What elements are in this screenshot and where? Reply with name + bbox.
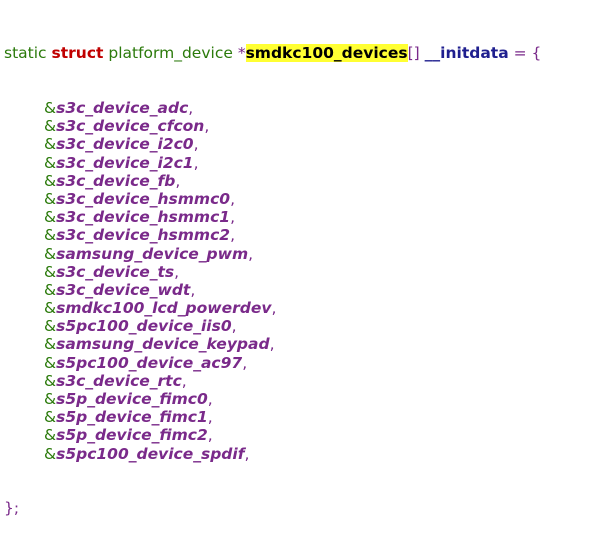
code-listing: static struct platform_device *smdkc100_… <box>4 8 541 536</box>
device-identifier[interactable]: samsung_device_keypad <box>56 335 270 354</box>
device-identifier[interactable]: s3c_device_cfcon <box>56 117 205 136</box>
comma: , <box>193 135 199 154</box>
initdata-attr: __initdata <box>424 44 509 63</box>
type-name: platform_device <box>108 44 233 63</box>
device-entry: &s3c_device_rtc, <box>4 372 541 390</box>
device-identifier[interactable]: smdkc100_lcd_powerdev <box>56 299 272 318</box>
address-operator: & <box>44 99 57 117</box>
closing-line: }; <box>4 499 541 517</box>
device-entry: &s3c_device_fb, <box>4 172 541 190</box>
comma: , <box>244 444 250 463</box>
array-brackets: [] <box>407 44 420 63</box>
device-entry: &samsung_device_pwm, <box>4 245 541 263</box>
device-entry: &s3c_device_hsmmc0, <box>4 190 541 208</box>
struct-keyword: struct <box>51 44 104 63</box>
address-operator: & <box>44 117 57 136</box>
device-identifier[interactable]: s3c_device_hsmmc0 <box>56 189 231 208</box>
address-operator: & <box>44 371 57 390</box>
comma: , <box>242 353 248 372</box>
device-identifier[interactable]: s3c_device_i2c1 <box>56 153 194 172</box>
device-entry: &s3c_device_i2c1, <box>4 154 541 172</box>
device-identifier[interactable]: s5p_device_fimc0 <box>56 390 208 408</box>
address-operator: & <box>44 280 57 299</box>
device-entry: &s3c_device_hsmmc1, <box>4 208 541 226</box>
open-brace: { <box>531 44 542 63</box>
comma: , <box>207 390 213 408</box>
static-keyword: static <box>4 44 47 63</box>
device-entry: &s5pc100_device_ac97, <box>4 354 541 372</box>
device-identifier[interactable]: s3c_device_wdt <box>56 280 191 299</box>
device-entry: &s3c_device_i2c0, <box>4 135 541 153</box>
address-operator: & <box>44 208 57 227</box>
comma: , <box>248 244 254 263</box>
address-operator: & <box>44 189 57 208</box>
address-operator: & <box>44 353 57 372</box>
device-entry: &s3c_device_hsmmc2, <box>4 226 541 244</box>
comma: , <box>271 299 277 318</box>
device-identifier[interactable]: s3c_device_rtc <box>56 371 182 390</box>
comma: , <box>190 280 196 299</box>
device-entry: &s5p_device_fimc1, <box>4 408 541 426</box>
address-operator: & <box>44 444 57 463</box>
device-entry: &s5pc100_device_spdif, <box>4 445 541 463</box>
address-operator: & <box>44 135 57 154</box>
comma: , <box>193 153 199 172</box>
device-entry: &s5pc100_device_iis0, <box>4 317 541 335</box>
comma: , <box>230 208 235 227</box>
assign-operator: = <box>513 44 527 63</box>
address-operator: & <box>44 408 57 427</box>
address-operator: & <box>44 426 57 445</box>
comma: , <box>174 262 180 281</box>
declaration-line: static struct platform_device *smdkc100_… <box>4 44 542 63</box>
device-entry: &s5p_device_fimc2, <box>4 426 541 444</box>
comma: , <box>181 371 187 390</box>
comma: , <box>207 408 213 427</box>
device-entry: &s3c_device_cfcon, <box>4 117 541 135</box>
comma: , <box>230 189 235 208</box>
device-identifier[interactable]: s5pc100_device_iis0 <box>56 317 232 336</box>
device-identifier[interactable]: s3c_device_hsmmc1 <box>56 208 231 227</box>
comma: , <box>207 426 213 445</box>
comma: , <box>175 171 181 190</box>
device-entry: &samsung_device_keypad, <box>4 335 541 353</box>
address-operator: & <box>44 226 57 245</box>
device-identifier[interactable]: s5p_device_fimc2 <box>56 426 208 445</box>
device-identifier[interactable]: samsung_device_pwm <box>56 244 249 263</box>
device-entry: &s3c_device_adc, <box>4 99 541 117</box>
address-operator: & <box>44 335 57 354</box>
device-identifier[interactable]: s3c_device_ts <box>56 262 175 281</box>
closing-brace: }; <box>4 499 20 518</box>
address-operator: & <box>44 317 57 336</box>
array-name-highlighted[interactable]: smdkc100_devices <box>245 44 408 63</box>
device-identifier[interactable]: s3c_device_hsmmc2 <box>56 226 231 245</box>
address-operator: & <box>44 262 57 281</box>
pointer-star: * <box>237 44 246 63</box>
address-operator: & <box>44 299 57 318</box>
device-identifier[interactable]: s5pc100_device_ac97 <box>56 353 243 372</box>
address-operator: & <box>44 171 57 190</box>
comma: , <box>204 117 210 136</box>
device-identifier[interactable]: s5pc100_device_spdif <box>56 444 245 463</box>
comma: , <box>188 99 194 117</box>
device-entry: &smdkc100_lcd_powerdev, <box>4 299 541 317</box>
device-identifier[interactable]: s3c_device_fb <box>56 171 176 190</box>
device-entry: &s3c_device_wdt, <box>4 281 541 299</box>
device-list: &s3c_device_adc,&s3c_device_cfcon,&s3c_d… <box>4 99 541 463</box>
comma: , <box>230 226 235 245</box>
device-entry: &s5p_device_fimc0, <box>4 390 541 408</box>
device-entry: &s3c_device_ts, <box>4 263 541 281</box>
device-identifier[interactable]: s3c_device_adc <box>56 99 189 117</box>
comma: , <box>269 335 275 354</box>
comma: , <box>231 317 237 336</box>
address-operator: & <box>44 244 57 263</box>
address-operator: & <box>44 390 57 408</box>
address-operator: & <box>44 153 57 172</box>
device-identifier[interactable]: s3c_device_i2c0 <box>56 135 194 154</box>
device-identifier[interactable]: s5p_device_fimc1 <box>56 408 208 427</box>
